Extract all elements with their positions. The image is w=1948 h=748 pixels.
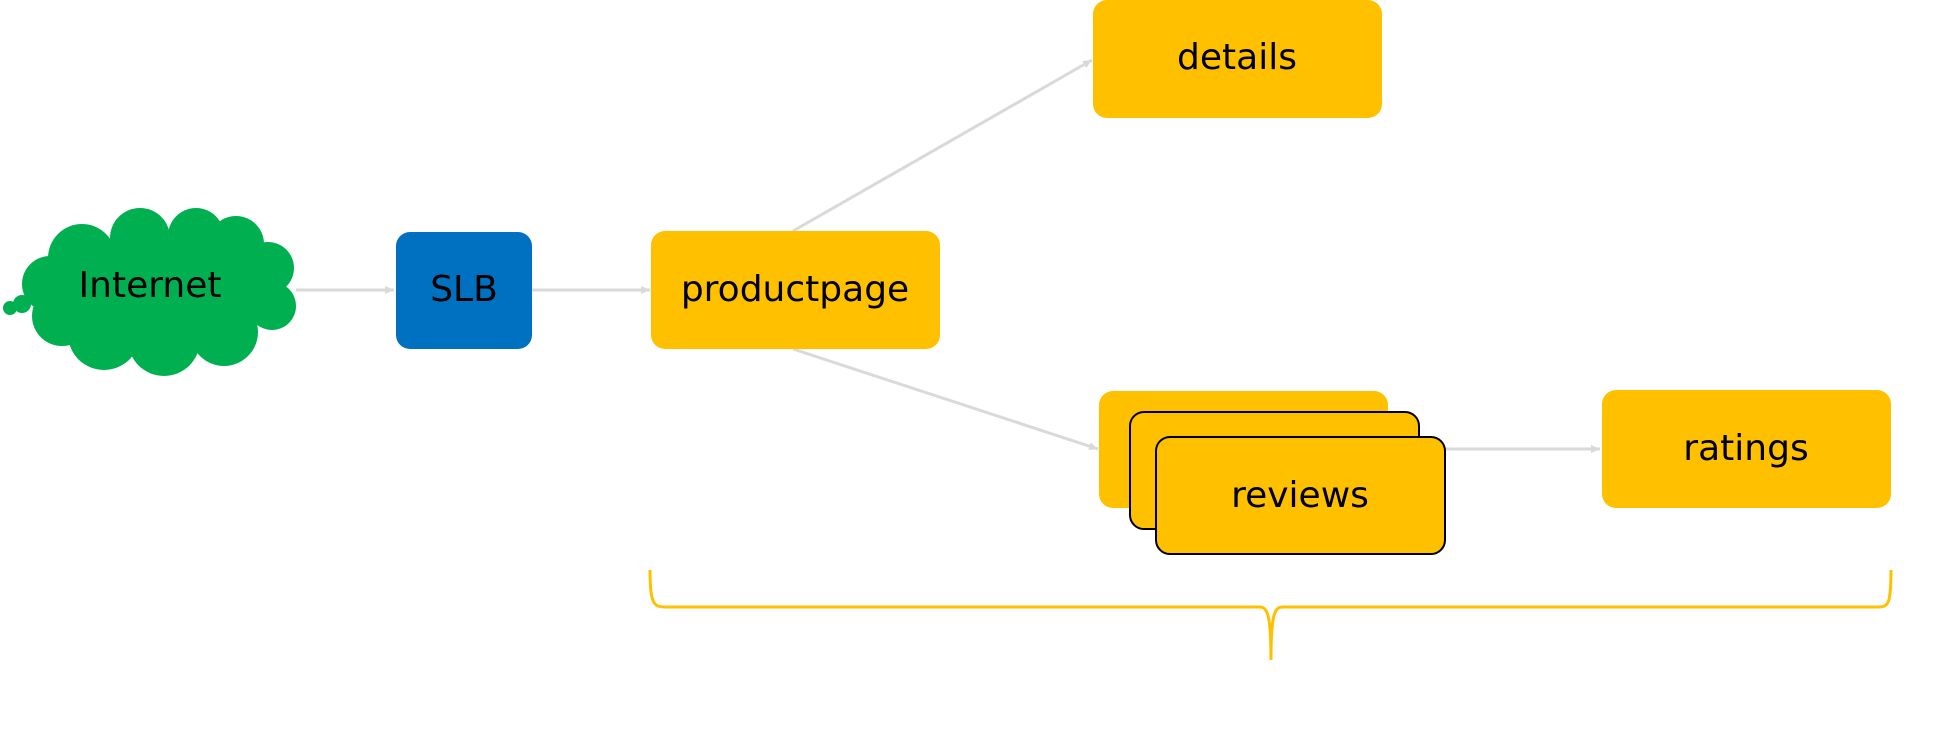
slb-node: SLB (396, 232, 532, 349)
reviews-node: reviews (1099, 391, 1446, 555)
cloud-icon (3, 208, 296, 376)
internet-label: Internet (79, 265, 222, 306)
productpage-label: productpage (681, 269, 909, 310)
productpage-to-reviews-arrow (792, 347, 1099, 451)
productpage-node: productpage (651, 231, 940, 349)
details-label: details (1177, 37, 1297, 78)
connectors (296, 58, 1600, 453)
details-box (1093, 0, 1382, 118)
details-node: details (1093, 0, 1382, 118)
internet-node: Internet (3, 208, 296, 376)
ratings-node: ratings (1602, 390, 1891, 508)
reviews-label: reviews (1231, 475, 1369, 516)
productpage-box (651, 231, 940, 349)
service-group-brace (648, 569, 1893, 661)
slb-box (396, 232, 532, 349)
slb-label: SLB (430, 269, 498, 310)
ratings-label: ratings (1683, 428, 1808, 469)
ratings-box (1602, 390, 1891, 508)
productpage-to-details-arrow (792, 58, 1093, 233)
reviews-replica-front (1155, 436, 1446, 555)
